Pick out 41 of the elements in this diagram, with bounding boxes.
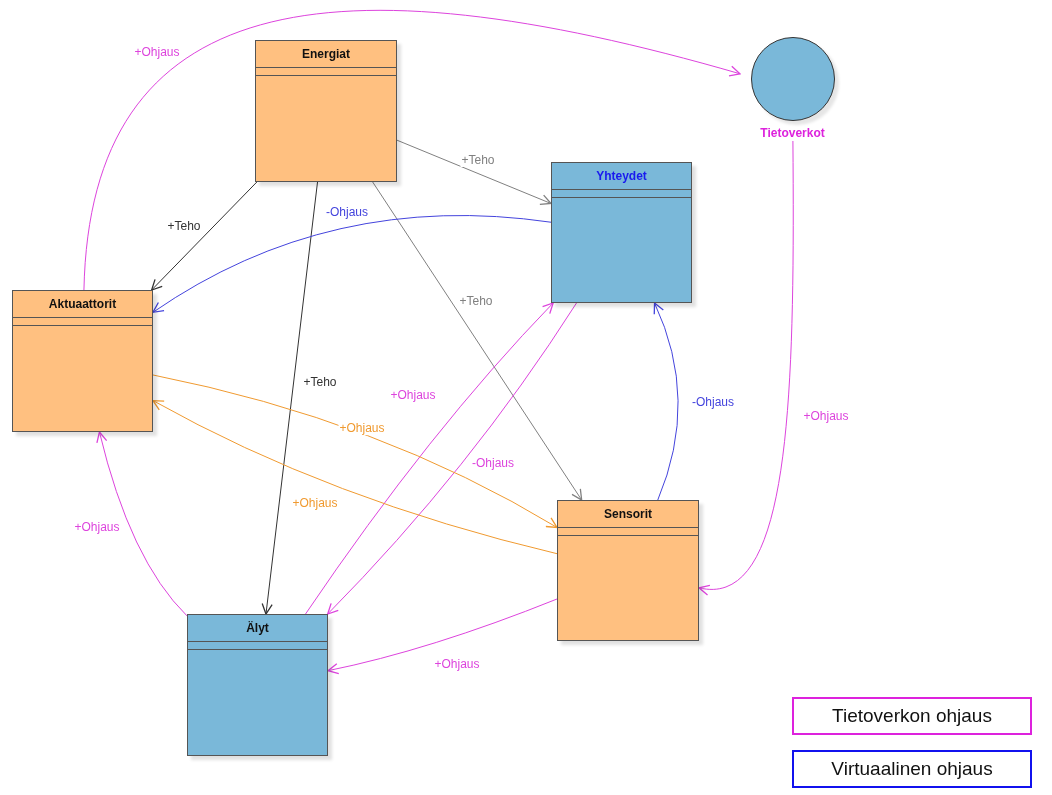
arrow [327,302,578,615]
arrow [152,399,558,555]
class-box [557,500,699,641]
legend-text: Tietoverkon ohjaus [832,705,992,727]
edge-label: +Teho [460,153,496,167]
edge-label: +Ohjaus [433,657,481,671]
edge-label: -Ohjaus [691,395,735,409]
edge-label: +Teho [458,294,494,308]
edge-label: +Teho [302,375,338,389]
edge-label: +Ohjaus [291,496,339,510]
arrow [261,181,319,615]
class-box [187,614,328,756]
class-name: Älyt [246,621,269,635]
class-box [255,40,397,182]
arrow [372,181,583,501]
edge-label: +Ohjaus [73,520,121,534]
edge-label: +Teho [166,219,202,233]
node-label: Tietoverkot [760,126,825,140]
arrow [305,302,554,615]
class-box [551,162,692,303]
class-name: Aktuaattorit [48,297,117,311]
class-box [12,290,153,432]
edge-label: +Ohjaus [133,45,181,59]
arrow [653,302,679,501]
legend-text: Virtuaalinen ohjaus [831,758,993,780]
arrow [151,181,258,291]
arrow [698,140,794,594]
class-name: Energiat [302,47,350,61]
class-name: Yhteydet [596,169,647,183]
arrow [327,598,558,675]
arrow [96,431,188,617]
edge-label: +Ohjaus [389,388,437,402]
arrow [152,215,552,313]
class-name: Sensorit [604,507,652,521]
edge-label: +Ohjaus [338,421,386,435]
edge-label: -Ohjaus [325,205,369,219]
arrow [152,374,558,529]
edge-label: +Ohjaus [802,409,850,423]
arrow [83,9,741,291]
edge-label: -Ohjaus [471,456,515,470]
arrow [396,139,552,205]
